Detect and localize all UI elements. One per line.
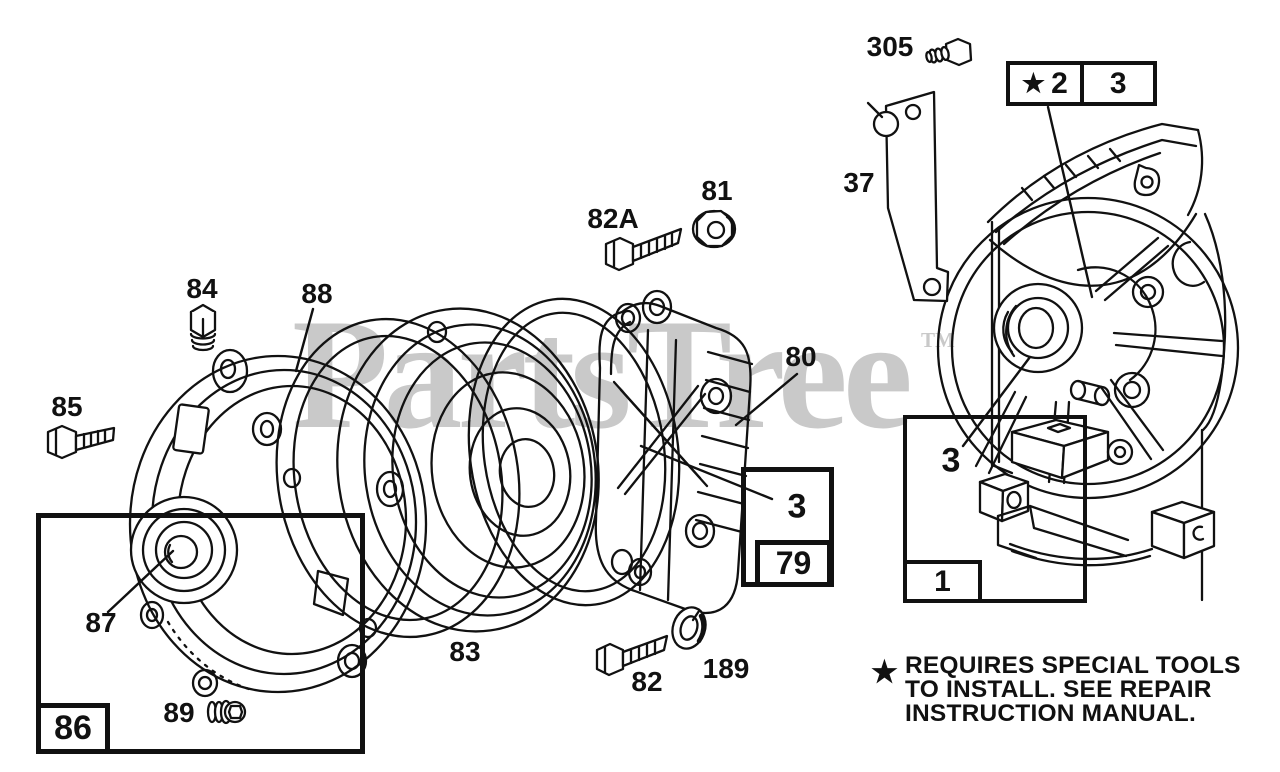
callout-81: 81 [701,175,733,206]
callout-87: 87 [85,607,117,638]
cover-gasket-part [275,317,521,639]
cover-seal-boss [129,495,239,605]
screw-305 [925,37,973,67]
callout-84: 84 [186,273,218,304]
callout-3-assembly: 3 [787,487,807,526]
pipe-plug-84 [189,303,217,352]
callout-89: 89 [163,697,195,728]
callout-80: 80 [785,341,817,372]
bolt-82A [604,227,683,272]
bolt-85 [46,424,116,460]
ref-cell-2: ★ 2 [1010,65,1084,102]
note-line-2: TO INSTALL. SEE REPAIR [905,676,1212,703]
callout-box-79: 79 [755,540,832,587]
gear-housing-part [594,289,754,615]
ref-cell-3-num: 3 [1109,66,1127,100]
callout-37: 37 [843,167,875,198]
note-line-3: INSTRUCTION MANUAL. [905,700,1196,727]
bracket-part [866,90,950,303]
special-tools-ref-table: ★ 2 3 [1006,61,1157,106]
star-icon: ★ [1021,68,1046,98]
gear-cover-part [128,348,428,698]
callout-3-engine: 3 [941,441,961,480]
oil-seal-part [992,282,1084,374]
callout-box-86: 86 [36,703,110,754]
lock-washer-189 [671,606,707,650]
leader-lines [106,105,1094,614]
note-line-1: REQUIRES SPECIAL TOOLS [905,652,1241,679]
callout-189: 189 [702,653,750,684]
callout-79: 79 [775,545,812,581]
callout-82: 82 [631,666,663,697]
special-tools-note: REQUIRES SPECIAL TOOLS TO INSTALL. SEE R… [905,652,1241,727]
callout-1: 1 [934,564,951,598]
callout-86: 86 [54,709,92,747]
plug-89 [206,699,247,725]
housing-gasket-part [467,297,681,607]
callout-box-1: 1 [903,560,982,603]
star-icon-footnote: ★ [871,656,898,689]
group-box-86 [36,513,365,754]
bolt-82 [595,634,669,677]
nut-81 [691,209,737,249]
ref-cell-3: 3 [1084,65,1154,102]
ref-cell-2-num: 2 [1051,66,1068,100]
group-box-engine [903,415,1087,603]
callout-88: 88 [301,278,333,309]
callout-305: 305 [866,31,914,62]
callout-82A: 82A [587,203,639,234]
callout-83: 83 [449,636,481,667]
callout-85: 85 [51,391,83,422]
